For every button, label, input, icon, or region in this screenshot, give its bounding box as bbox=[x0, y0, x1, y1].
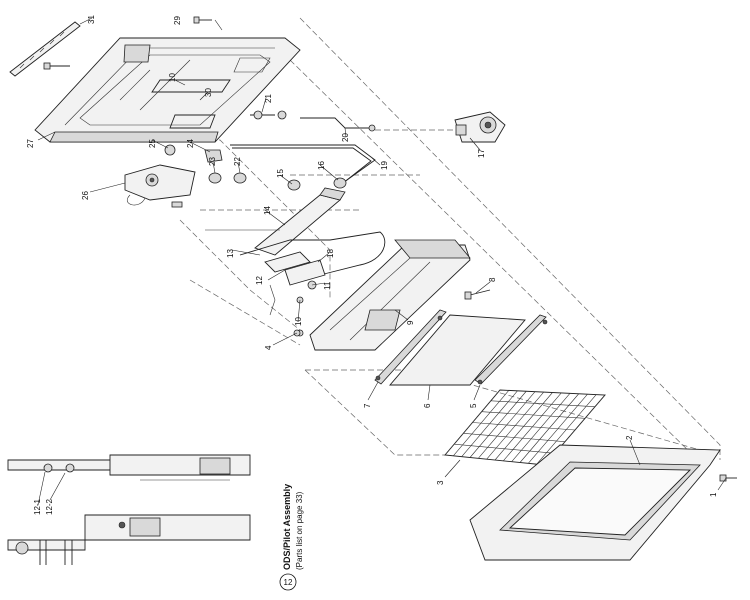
label-part-5: 5 bbox=[469, 403, 478, 408]
label-part-18: 18 bbox=[326, 249, 335, 258]
subassembly-badge bbox=[279, 573, 297, 591]
label-part-29: 29 bbox=[173, 16, 182, 25]
label-part-23: 23 bbox=[208, 157, 217, 166]
label-part-27: 27 bbox=[26, 139, 35, 148]
label-part-8: 8 bbox=[488, 277, 497, 282]
label-part-22: 22 bbox=[233, 157, 242, 166]
part-3-grill-guard bbox=[444, 389, 606, 466]
part-2-front-cover bbox=[469, 444, 721, 561]
subassembly-number: 12 bbox=[284, 578, 293, 587]
pilot-assembly-main bbox=[239, 231, 386, 337]
label-part-10a: 10 bbox=[168, 73, 177, 82]
label-part-12: 12 bbox=[255, 276, 264, 285]
grill-crosswire bbox=[454, 443, 556, 454]
inset-pilot-detail bbox=[7, 454, 251, 565]
part-17-gas-valve bbox=[454, 111, 506, 143]
label-part-17: 17 bbox=[477, 149, 486, 158]
label-part-14: 14 bbox=[263, 206, 272, 215]
part-labels: 1 2 3 4 5 6 7 8 9 10 10 11 12 13 14 15 1… bbox=[26, 15, 718, 515]
label-part-11: 11 bbox=[323, 281, 332, 290]
label-part-19: 19 bbox=[380, 161, 389, 170]
label-part-12-2: 12-2 bbox=[45, 498, 54, 515]
label-part-30: 30 bbox=[204, 88, 213, 97]
subassembly-title: ODS/Pilot Assembly bbox=[282, 484, 292, 570]
label-part-21: 21 bbox=[264, 94, 273, 103]
part-8-bolt bbox=[464, 289, 491, 300]
part-31-bracket-strip bbox=[9, 21, 81, 77]
gas-tubing bbox=[230, 110, 376, 188]
grill-crosswire bbox=[490, 400, 596, 407]
label-part-2: 2 bbox=[625, 435, 634, 440]
leader-lines bbox=[37, 17, 727, 506]
grill-crosswire bbox=[472, 422, 576, 431]
label-part-31: 31 bbox=[87, 15, 96, 24]
label-part-4: 4 bbox=[264, 345, 273, 350]
label-part-20: 20 bbox=[341, 133, 350, 142]
label-part-3: 3 bbox=[436, 480, 445, 485]
fittings bbox=[164, 144, 247, 184]
label-part-16: 16 bbox=[317, 161, 326, 170]
part-9-burner-box bbox=[309, 239, 471, 351]
label-part-9: 9 bbox=[406, 320, 415, 325]
grill-crosswire bbox=[463, 433, 566, 442]
subassembly-subtitle: (Parts list on page 33) bbox=[295, 491, 304, 570]
part-1-screw bbox=[719, 474, 737, 482]
part-29-screw bbox=[193, 16, 212, 24]
label-part-7: 7 bbox=[363, 403, 372, 408]
bolt-left bbox=[43, 62, 70, 70]
label-part-24: 24 bbox=[186, 139, 195, 148]
subassembly-caption: 12 ODS/Pilot Assembly (Parts list on pag… bbox=[279, 484, 304, 591]
label-part-15: 15 bbox=[276, 169, 285, 178]
label-part-1: 1 bbox=[709, 492, 718, 497]
label-part-13: 13 bbox=[226, 249, 235, 258]
label-part-6: 6 bbox=[423, 403, 432, 408]
part-14-burner-tube bbox=[205, 187, 346, 256]
part-26-control-valve bbox=[124, 164, 196, 208]
label-part-12-1: 12-1 bbox=[33, 498, 42, 515]
parts-15-16-fittings bbox=[287, 177, 347, 191]
label-part-25: 25 bbox=[148, 139, 157, 148]
grill-crosswire bbox=[481, 411, 586, 419]
part-27-rear-housing bbox=[34, 37, 301, 143]
label-part-26: 26 bbox=[81, 191, 90, 200]
label-part-10b: 10 bbox=[294, 317, 303, 326]
parts-5-6-7-panel bbox=[374, 309, 548, 386]
